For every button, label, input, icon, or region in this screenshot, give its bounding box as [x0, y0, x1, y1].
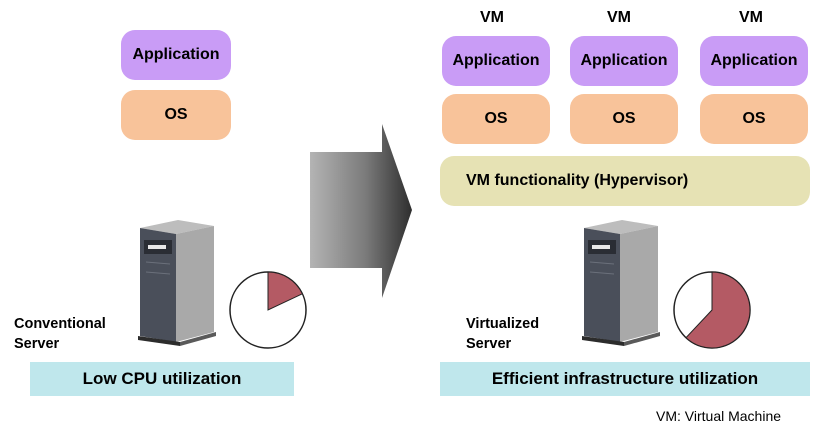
vm1-os-label: OS: [484, 110, 508, 127]
left-server-label: Conventional Server: [14, 314, 106, 354]
vm3-title: VM: [739, 9, 763, 26]
left-caption-bar: Low CPU utilization: [30, 362, 294, 396]
left-application-label: Application: [132, 46, 220, 63]
left-application-box: Application: [121, 30, 231, 80]
vm2-os-label: OS: [612, 110, 636, 127]
right-caption-bar: Efficient infrastructure utilization: [440, 362, 810, 396]
vm3-os-label: OS: [742, 110, 766, 127]
hypervisor-box: VM functionality (Hypervisor): [440, 156, 810, 206]
vm2-title: VM: [607, 9, 631, 26]
vm1-application-label: Application: [452, 52, 540, 69]
left-caption-text: Low CPU utilization: [82, 369, 242, 388]
right-server-label-line2: Server: [466, 336, 512, 352]
right-cpu-utilization-pie: [673, 271, 751, 349]
left-os-label: OS: [164, 106, 188, 123]
footnote: VM: Virtual Machine: [656, 408, 782, 424]
left-cpu-utilization-pie: [229, 271, 307, 349]
vm2-os-box: OS: [570, 94, 678, 144]
vm3-os-box: OS: [700, 94, 808, 144]
right-pie-used-slice: [685, 271, 751, 349]
vm1-title: VM: [480, 9, 504, 26]
vm1-application-box: Application: [442, 36, 550, 86]
left-pie-used-slice: [267, 271, 304, 311]
left-os-box: OS: [121, 90, 231, 140]
hypervisor-label: VM functionality (Hypervisor): [466, 172, 689, 189]
right-server-label-line1: Virtualized: [466, 316, 540, 332]
vm3-application-box: Application: [700, 36, 808, 86]
left-server-label-line1: Conventional: [14, 316, 106, 332]
left-server-label-line2: Server: [14, 336, 60, 352]
vm3-application-label: Application: [710, 52, 798, 69]
vm1-os-box: OS: [442, 94, 550, 144]
right-caption-text: Efficient infrastructure utilization: [491, 369, 759, 388]
vm2-application-box: Application: [570, 36, 678, 86]
vm2-application-label: Application: [580, 52, 668, 69]
right-server-label: Virtualized Server: [466, 314, 540, 354]
